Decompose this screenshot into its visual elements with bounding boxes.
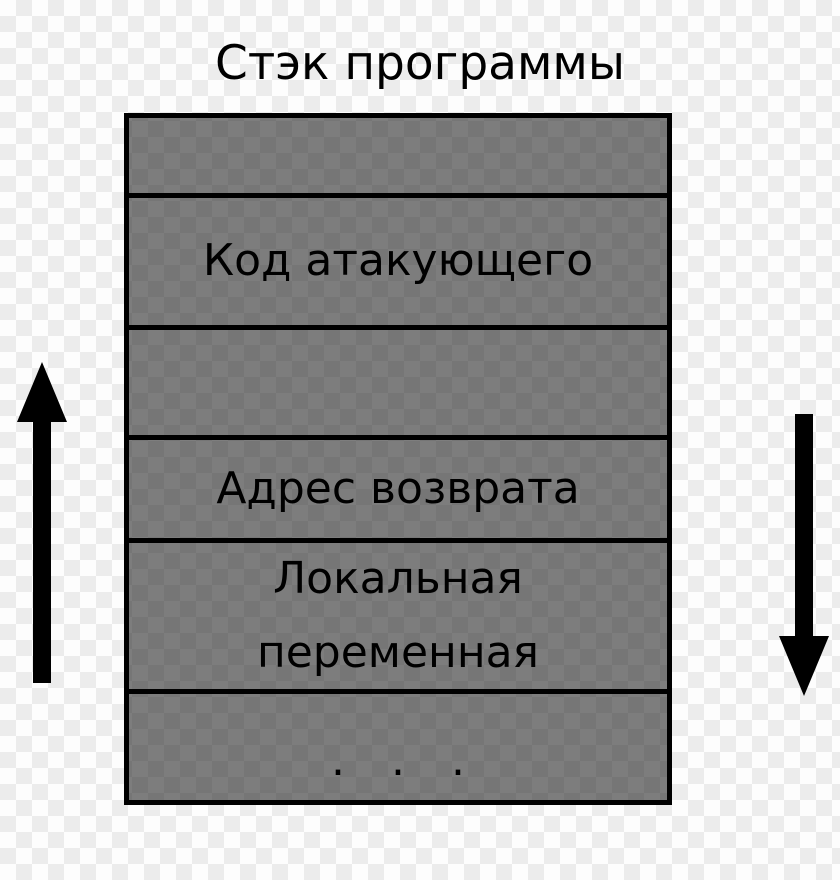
diagram-title: Стэк программы xyxy=(215,36,625,91)
stack-row-return-address: Адрес возврата xyxy=(129,435,667,538)
stack-row-label: Локальная переменная xyxy=(256,552,540,678)
stack-row-label: . . . xyxy=(331,734,481,786)
stack-row-label: Адрес возврата xyxy=(216,463,580,515)
stack-row xyxy=(129,118,667,193)
stack-row-attacker-code: Код атакующего xyxy=(129,192,667,325)
stack-row-local-variable: Локальная переменная xyxy=(129,537,667,689)
growth-direction-down-arrow-icon xyxy=(779,414,829,696)
program-stack-box: Код атакующего Адрес возврата Локальная … xyxy=(124,113,672,805)
stack-row-ellipsis: . . . xyxy=(129,688,667,800)
growth-direction-up-arrow-icon xyxy=(17,362,67,683)
stack-row xyxy=(129,324,667,435)
stack-row-label: Код атакующего xyxy=(202,235,594,287)
